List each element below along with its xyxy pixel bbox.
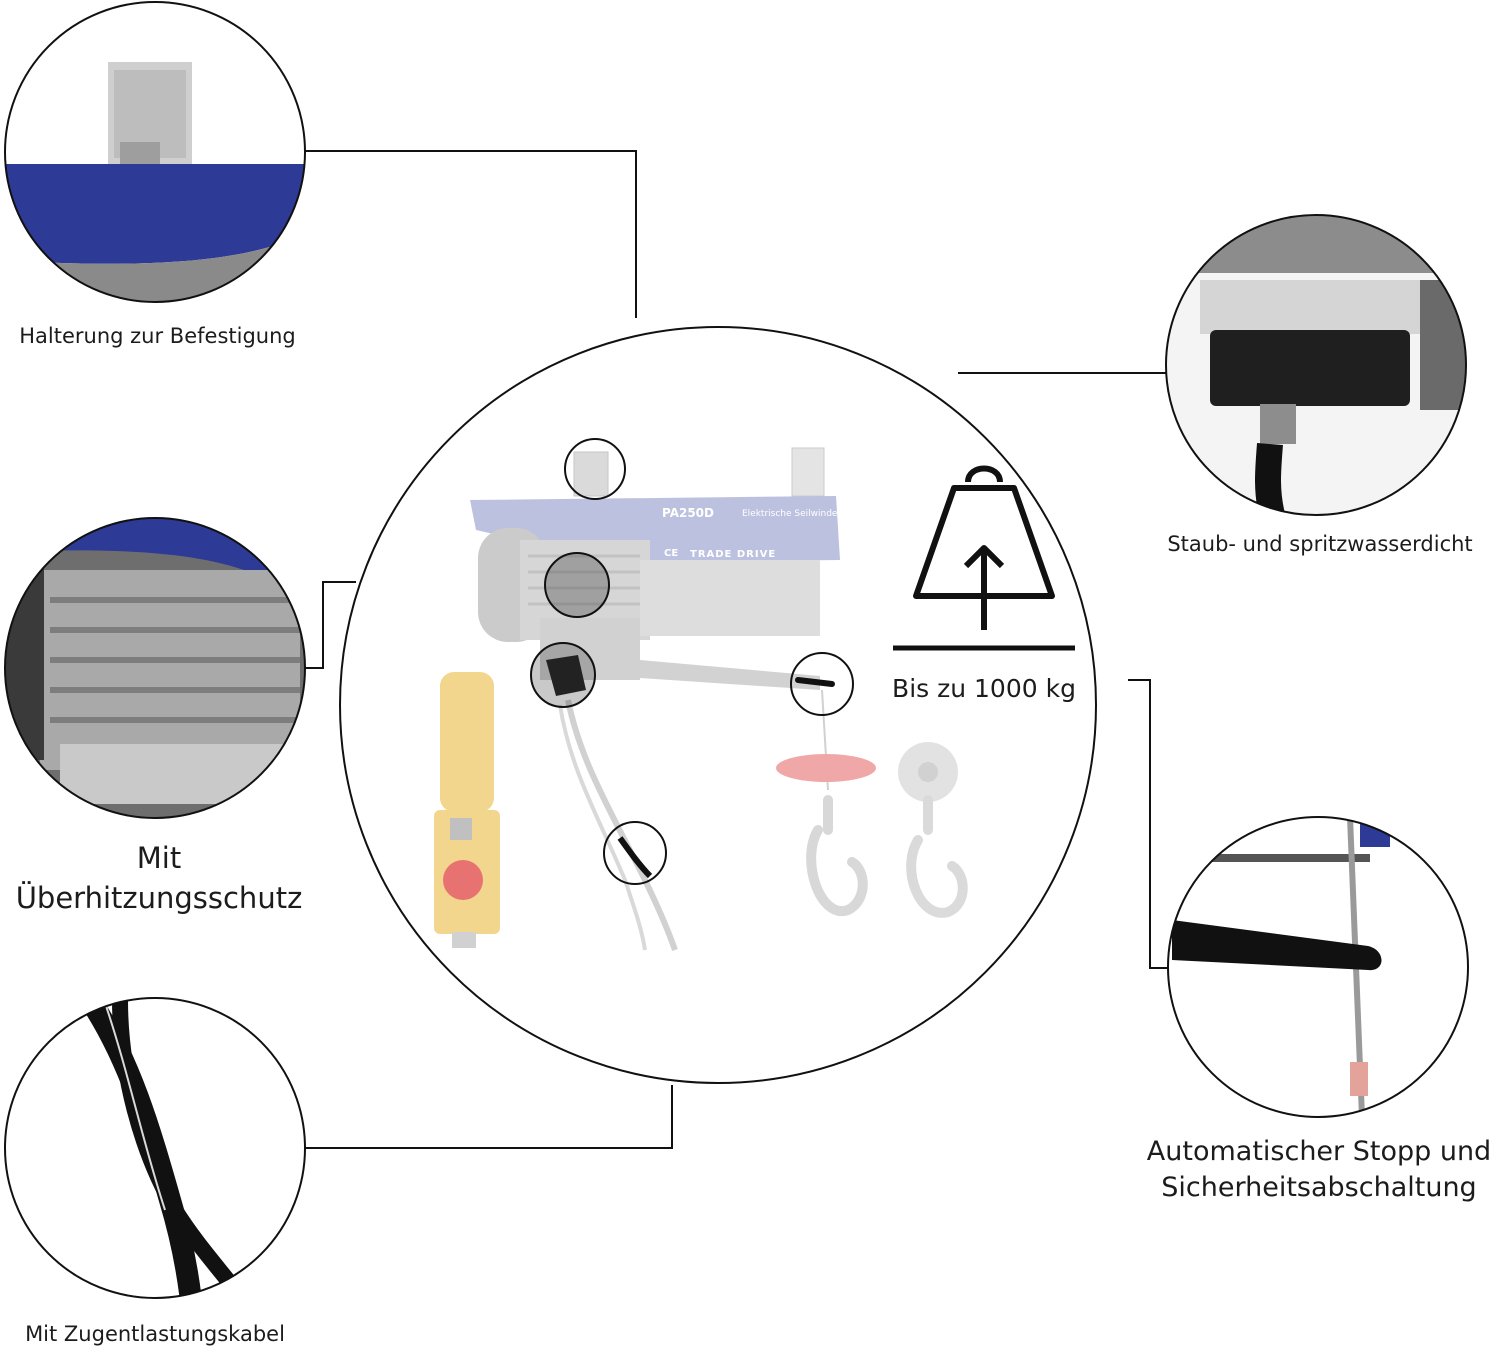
connector-mount — [305, 150, 637, 318]
brand-label: TRADE DRIVE — [690, 549, 777, 560]
detail-overheat-circle — [4, 517, 306, 819]
detail-waterproof-circle — [1165, 214, 1467, 516]
detail-mount-image — [5, 2, 305, 302]
waterproof-label: Staub- und spritzwasserdicht — [1167, 532, 1473, 556]
focus-ring-cable — [603, 821, 667, 885]
focus-ring-stop — [790, 652, 854, 716]
product-type-label: Elektrische Seilwinde — [742, 509, 838, 519]
overheat-label-line2: Überhitzungsschutz — [15, 881, 303, 915]
focus-ring-mount — [564, 438, 626, 500]
connector-autostop — [1128, 679, 1170, 969]
detail-autostop-circle — [1167, 816, 1469, 1118]
detail-strain-circle — [4, 997, 306, 1299]
autostop-label-line1: Automatischer Stopp und — [1146, 1136, 1492, 1167]
connector-strain — [300, 1085, 673, 1149]
mount-label: Halterung zur Befestigung — [19, 324, 296, 348]
ce-mark: CE — [664, 548, 679, 559]
model-label: PA250D — [662, 506, 714, 520]
overheat-label-line1: Mit — [136, 841, 182, 875]
weight-up-arrow-icon — [913, 465, 1055, 630]
capacity-label: Bis zu 1000 kg — [892, 674, 1076, 703]
detail-mount-circle — [4, 1, 306, 303]
autostop-label-line2: Sicherheitsabschaltung — [1161, 1172, 1477, 1203]
detail-strain-image — [5, 998, 305, 1298]
focus-ring-motor — [544, 552, 610, 618]
hoist-illustration — [434, 447, 968, 951]
strain-relief-label: Mit Zugentlastungskabel — [25, 1322, 285, 1346]
connector-overheat — [300, 581, 356, 669]
detail-autostop-image — [1168, 817, 1468, 1117]
detail-overheat-image — [5, 518, 305, 818]
